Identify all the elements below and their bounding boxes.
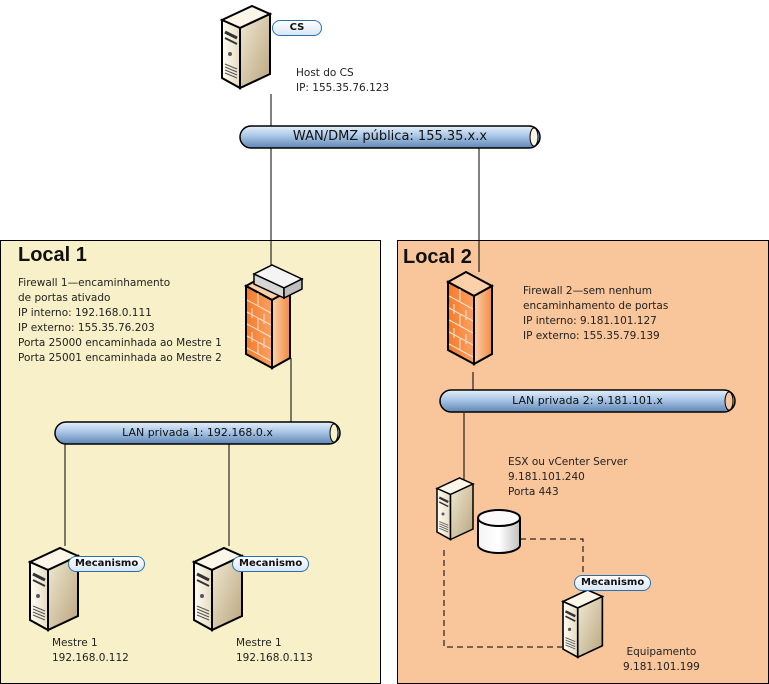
vcenter-line: ESX ou vCenter Server xyxy=(508,456,628,468)
master-1-name: Mestre 1 xyxy=(52,637,98,649)
appliance-engine-badge: Mecanismo xyxy=(574,575,652,591)
vcenter-server-icon xyxy=(435,476,475,541)
firewall-1-line: IP externo: 155.35.76.203 xyxy=(18,322,155,334)
master-1-ip: 192.168.0.112 xyxy=(52,652,129,664)
wan-pipe xyxy=(239,125,541,149)
appliance-ip: 9.181.101.199 xyxy=(623,661,700,673)
dashed-link-db-appliance xyxy=(520,538,584,582)
firewall-1-line: de portas ativado xyxy=(18,292,111,304)
cs-server-icon xyxy=(220,4,272,90)
appliance-name: Equipamento xyxy=(626,646,697,658)
firewall-1-line: Porta 25000 encaminhada ao Mestre 1 xyxy=(18,337,222,349)
vcenter-details: ESX ou vCenter Server 9.181.101.240 Port… xyxy=(508,455,628,500)
firewall-2-line: IP externo: 155.35.79.139 xyxy=(523,330,660,342)
cs-host-name: Host do CS xyxy=(296,67,354,79)
appliance-label: Equipamento 9.181.101.199 xyxy=(623,645,700,675)
firewall-2-line: encaminhamento de portas xyxy=(523,300,669,312)
firewall-1-line: Porta 25001 encaminhada ao Mestre 2 xyxy=(18,352,222,364)
vcenter-line: Porta 443 xyxy=(508,486,559,498)
firewall-1-line: Firewall 1—encaminhamento xyxy=(18,277,171,289)
dashed-link-vcenter-appliance xyxy=(443,550,562,648)
lan1-pipe xyxy=(54,421,341,445)
database-icon xyxy=(477,509,521,554)
master-1-label: Mestre 1 192.168.0.112 xyxy=(52,636,129,666)
firewall-2-line: Firewall 2—sem nenhum xyxy=(523,285,652,297)
appliance-server-icon xyxy=(561,588,604,659)
firewall-2-details: Firewall 2—sem nenhum encaminhamento de … xyxy=(523,284,668,344)
wan-label: WAN/DMZ pública: 155.35.x.x xyxy=(292,129,488,144)
firewall-2-line: IP interno: 9.181.101.127 xyxy=(523,315,657,327)
lan1-label: LAN privada 1: 192.168.0.x xyxy=(122,426,273,439)
cs-badge: CS xyxy=(272,20,322,36)
firewall-2-icon xyxy=(447,271,493,365)
lan2-label: LAN privada 2: 9.181.101.x xyxy=(512,394,663,407)
firewall-1-line: IP interno: 192.168.0.111 xyxy=(18,307,152,319)
firewall-1-icon xyxy=(245,264,304,369)
master-1-engine-badge: Mecanismo xyxy=(68,556,146,572)
master-2-label: Mestre 1 192.168.0.113 xyxy=(236,636,313,666)
vcenter-line: 9.181.101.240 xyxy=(508,471,585,483)
master-2-name: Mestre 1 xyxy=(236,637,282,649)
master-2-engine-badge: Mecanismo xyxy=(232,556,310,572)
firewall-1-details: Firewall 1—encaminhamento de portas ativ… xyxy=(18,276,222,366)
cs-host-label: Host do CS xyxy=(296,66,354,81)
site-1-title: Local 1 xyxy=(18,244,87,266)
master-2-ip: 192.168.0.113 xyxy=(236,652,313,664)
lan2-pipe xyxy=(439,389,736,413)
cs-host-ip: IP: 155.35.76.123 xyxy=(296,82,390,94)
site-2-title: Local 2 xyxy=(403,246,472,268)
